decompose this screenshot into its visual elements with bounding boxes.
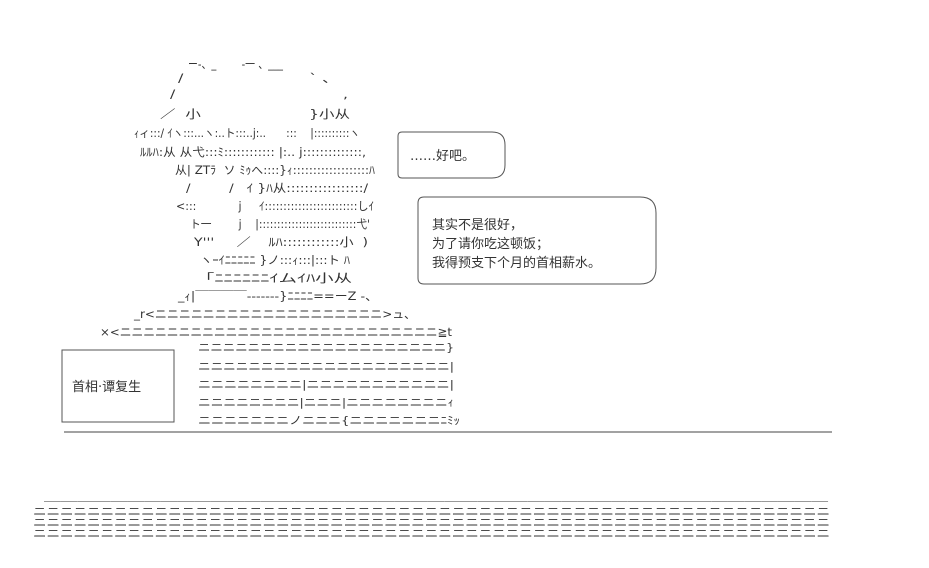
figure-line: ー-、_ -一 、___ <box>188 57 283 71</box>
figure-line: ト一 j |:::::::::::::::::::::::::::弋' <box>190 217 370 231</box>
speech-bubble-short: ……好吧。 <box>397 131 506 179</box>
speech-line: 为了请你吃这顿饭； <box>432 236 549 252</box>
speech-line: 我得预支下个月的首相薪水。 <box>432 255 601 271</box>
floor: ＿＿＿＿＿＿＿＿＿＿＿＿＿＿＿＿＿＿＿＿＿＿＿＿＿＿＿＿＿＿＿＿＿＿＿＿＿＿＿＿… <box>33 490 830 540</box>
speech-bubble-long: 其实不是很好， 为了请你吃这顿饭； 我得预支下个月的首相薪水。 <box>417 196 657 285</box>
nameplate-label: 首相·谭复生 <box>72 380 141 395</box>
figure-line: / , <box>170 87 348 101</box>
figure-line: ×<ニニニニニニニニニニニニニニニニニニニニニニニニニニニ≧t <box>100 325 452 339</box>
desk-line: ニニニニニニニニニニニニニニニニニニニニ} <box>198 341 454 354</box>
figure-line: 「ﾆﾆﾆﾆﾆﾆｲムｲﾊ小从 <box>196 271 353 285</box>
figure-line: 从| ZTﾗ ソ ﾐｩへ::::}ｨ:::::::::::::::::::ﾊ <box>175 163 375 177</box>
figure-line: ヽｰｲﾆﾆﾆﾆﾆ }ノ:::ｨ:::|:::ト ﾊ <box>200 253 350 267</box>
speech-bubble-outline <box>397 131 506 179</box>
nameplate: 首相·谭复生 <box>61 349 175 423</box>
figure-line: _ｨ|￣￣￣￣-------}ﾆﾆﾆﾆ==ーZ -、 <box>177 289 378 303</box>
desk-line: ニニニニニニニニニニニニニニニニニニニニ| <box>198 360 454 373</box>
floor-line: ニニニニニニニニニニニニニニニニニニニニニニニニニニニニニニニニニニニニニニニニ… <box>33 527 830 540</box>
desk-line: ニニニニニニニノニニニ{ニニニニニニニﾆﾐｯ <box>198 414 460 427</box>
figure-line: / ` 、 <box>178 71 338 85</box>
nameplate-frame <box>61 349 175 423</box>
figure-line: <::: j ｲ:::::::::::::::::::::::::しｲ <box>176 199 374 213</box>
figure-line: / / ｲ }ﾊ从:::::::::::::::::/ <box>186 181 368 195</box>
speech-bubble-outline <box>417 196 657 285</box>
floor-line: ＿＿＿＿＿＿＿＿＿＿＿＿＿＿＿＿＿＿＿＿＿＿＿＿＿＿＿＿＿＿＿＿＿＿＿＿＿＿＿＿… <box>44 490 828 503</box>
character-figure: ー-、_ -一 、___ / ` 、 / , ／ 小 }小从 ｨィ:::/ ｲヽ… <box>100 57 452 339</box>
figure-line: ／ 小 }小从 <box>160 107 351 121</box>
desk-line: ニニニニニニニニ|ニニニニニニニニニニニ| <box>198 378 454 391</box>
floor-line: ニニニニニニニニニニニニニニニニニニニニニニニニニニニニニニニニニニニニニニニニ… <box>33 505 830 518</box>
figure-line: _r<ニニニニニニニニニニニニニニニニニニニ>ュ、 <box>133 307 416 321</box>
floor-line: ニニニニニニニニニニニニニニニニニニニニニニニニニニニニニニニニニニニニニニニニ… <box>33 516 830 529</box>
speech-line: ……好吧。 <box>410 149 475 164</box>
figure-line: Y''' ／ ﾙﾊ::::::::::::小 ) <box>193 235 368 249</box>
desk: ニニニニニニニニニニニニニニニニニニニニ} ニニニニニニニニニニニニニニニニニニ… <box>198 341 460 427</box>
figure-line: ｨィ:::/ ｲヽ:::...ヽ:..ト:::..j:.. ::: |:::::… <box>134 126 360 140</box>
speech-line: 其实不是很好， <box>432 218 523 233</box>
figure-line: ﾙﾙﾊ:从 从弋:::ﾐ:::::::::::: |:.. j:::::::::… <box>140 145 366 159</box>
desk-line: ニニニニニニニニ|ニニニ|ニニニニニニニニｨ <box>198 396 454 409</box>
